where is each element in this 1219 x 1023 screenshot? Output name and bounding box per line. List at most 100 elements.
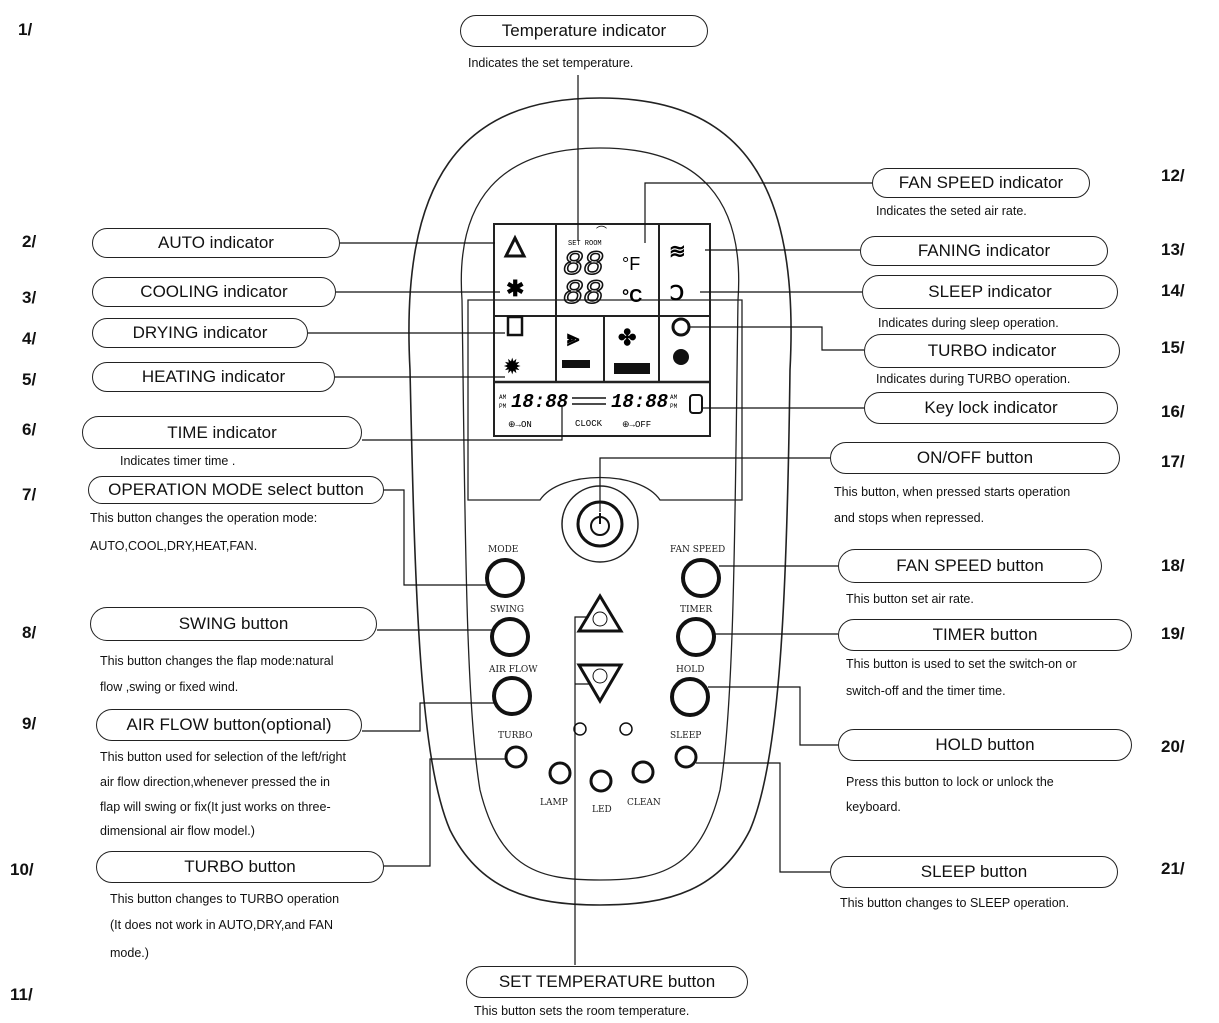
label-mode-button: OPERATION MODE select button	[88, 476, 384, 504]
btn-label-swing: SWING	[490, 605, 524, 615]
minus-icon	[592, 668, 608, 684]
lcd-pm-right: PM	[670, 403, 678, 410]
lcd-temp-digits-top: 88	[563, 247, 604, 285]
label-turbo-button: TURBO button	[96, 851, 384, 883]
label-turbo-indicator: TURBO indicator	[864, 334, 1120, 368]
label-temperature-indicator: Temperature indicator	[460, 15, 708, 47]
callout-number: 19/	[1161, 624, 1185, 643]
hold-button	[670, 677, 710, 717]
callout-number: 2/	[22, 232, 37, 251]
auto-icon	[503, 234, 527, 258]
lcd-am-right: AM	[670, 394, 678, 401]
btn-label-lamp: LAMP	[540, 798, 568, 808]
remote-body-outline	[408, 97, 792, 906]
air-flow-button	[492, 676, 532, 716]
callout-number: 6/	[22, 420, 37, 439]
desc-temperature-indicator: Indicates the set temperature.	[468, 56, 634, 70]
btn-label-clean: CLEAN	[627, 798, 661, 808]
sleep-icon: Ↄ	[670, 283, 684, 305]
callout-number: 15/	[1161, 338, 1185, 357]
desc-turbo-line-2: (It does not work in AUTO,DRY,and FAN	[110, 918, 334, 932]
desc-turbo-line-1: This button changes to TURBO operation	[110, 892, 340, 906]
btn-label-air-flow: AIR FLOW	[488, 665, 538, 675]
lcd-timer-on: ⊕→ON	[508, 420, 532, 430]
desc-onoff-line-2: and stops when repressed.	[834, 511, 985, 525]
desc-airflow-line-2: air flow direction,whenever pressed the …	[100, 775, 330, 789]
label-cooling-indicator: COOLING indicator	[92, 277, 336, 307]
label-auto-indicator: AUTO indicator	[92, 228, 340, 258]
lcd-timer-off: ⊕→OFF	[622, 420, 651, 430]
callout-number: 18/	[1161, 556, 1185, 575]
swing-button	[490, 617, 530, 657]
callout-number: 11/	[10, 985, 33, 1004]
callout-number: 21/	[1161, 859, 1185, 878]
desc-timer-line-1: This button is used to set the switch-on…	[846, 657, 1077, 671]
callout-number: 4/	[22, 329, 37, 348]
btn-label-led: LED	[592, 805, 612, 815]
label-faning-indicator: FANING indicator	[860, 236, 1108, 266]
turbo-button	[504, 745, 528, 769]
label-onoff-button: ON/OFF button	[830, 442, 1120, 474]
desc-turbo-indicator: Indicates during TURBO operation.	[876, 372, 1071, 386]
desc-swing-line-1: This button changes the flap mode:natura…	[100, 654, 334, 668]
callout-number: 12/	[1161, 166, 1185, 185]
desc-airflow-line-3: flap will swing or fix(It just works on …	[100, 800, 331, 814]
label-timer-button: TIMER button	[838, 619, 1132, 651]
desc-airflow-line-1: This button used for selection of the le…	[100, 750, 346, 764]
label-heating-indicator: HEATING indicator	[92, 362, 335, 392]
desc-sleep-button: This button changes to SLEEP operation.	[840, 896, 1070, 910]
btn-label-hold: HOLD	[676, 665, 704, 675]
label-airflow-button: AIR FLOW button(optional)	[96, 709, 362, 741]
callout-number: 17/	[1161, 452, 1185, 471]
desc-onoff-line-1: This button, when pressed starts operati…	[834, 485, 1071, 499]
callout-number: 14/	[1161, 281, 1185, 300]
lcd-clock-left: 18:88	[511, 391, 568, 413]
heating-icon: ✹	[503, 354, 521, 379]
desc-fan-speed-button: This button set air rate.	[846, 592, 974, 606]
desc-hold-line-2: keyboard.	[846, 800, 901, 814]
lcd-unit-f: °F	[622, 254, 640, 274]
fan-blade-icon: ✤	[618, 325, 636, 350]
leader-lines	[308, 75, 872, 965]
callout-number: 9/	[22, 714, 37, 733]
desc-hold-line-1: Press this button to lock or unlock the	[846, 775, 1054, 789]
label-swing-button: SWING button	[90, 607, 377, 641]
label-fan-speed-button: FAN SPEED button	[838, 549, 1102, 583]
remote-buttons	[485, 558, 721, 793]
desc-swing-line-2: flow ,swing or fixed wind.	[100, 680, 239, 694]
desc-fan-speed-indicator: Indicates the seted air rate.	[876, 204, 1027, 218]
lcd-unit-c: °C	[622, 286, 642, 306]
lcd-am-left: AM	[499, 394, 507, 401]
callout-number: 13/	[1161, 240, 1185, 259]
mode-button	[485, 558, 525, 598]
led-button	[589, 769, 613, 793]
btn-label-sleep: SLEEP	[670, 731, 701, 741]
keylock-icon	[689, 394, 703, 414]
faning-icon: ≋	[669, 241, 686, 263]
callout-number: 16/	[1161, 402, 1185, 421]
desc-mode-line-2: AUTO,COOL,DRY,HEAT,FAN.	[90, 539, 258, 553]
desc-set-temp-button: This button sets the room temperature.	[474, 1004, 690, 1018]
timer-button	[676, 617, 716, 657]
callout-number: 8/	[22, 623, 37, 642]
lcd-clock-right: 18:88	[611, 391, 668, 413]
cooling-icon: ✱	[506, 276, 524, 301]
callout-number: 5/	[22, 370, 37, 389]
label-sleep-button: SLEEP button	[830, 856, 1118, 888]
btn-label-mode: MODE	[488, 545, 518, 555]
desc-airflow-line-4: dimensional air flow model.)	[100, 824, 255, 838]
signal-icon: ⌒	[596, 225, 607, 238]
desc-timer-line-2: switch-off and the timer time.	[846, 684, 1006, 698]
fan-swing-icon: ⫸	[567, 325, 580, 350]
desc-time-indicator: Indicates timer time .	[120, 454, 236, 468]
lcd-pm-left: PM	[499, 403, 507, 410]
drying-icon	[506, 315, 524, 337]
label-fan-speed-indicator: FAN SPEED indicator	[872, 168, 1090, 198]
fan-speed-bars	[614, 363, 650, 374]
desc-sleep-indicator: Indicates during sleep operation.	[878, 316, 1059, 330]
lcd-arrows	[572, 397, 606, 405]
label-drying-indicator: DRYING indicator	[92, 318, 308, 348]
label-time-indicator: TIME indicator	[82, 416, 362, 449]
indicator-light-left	[573, 722, 587, 736]
